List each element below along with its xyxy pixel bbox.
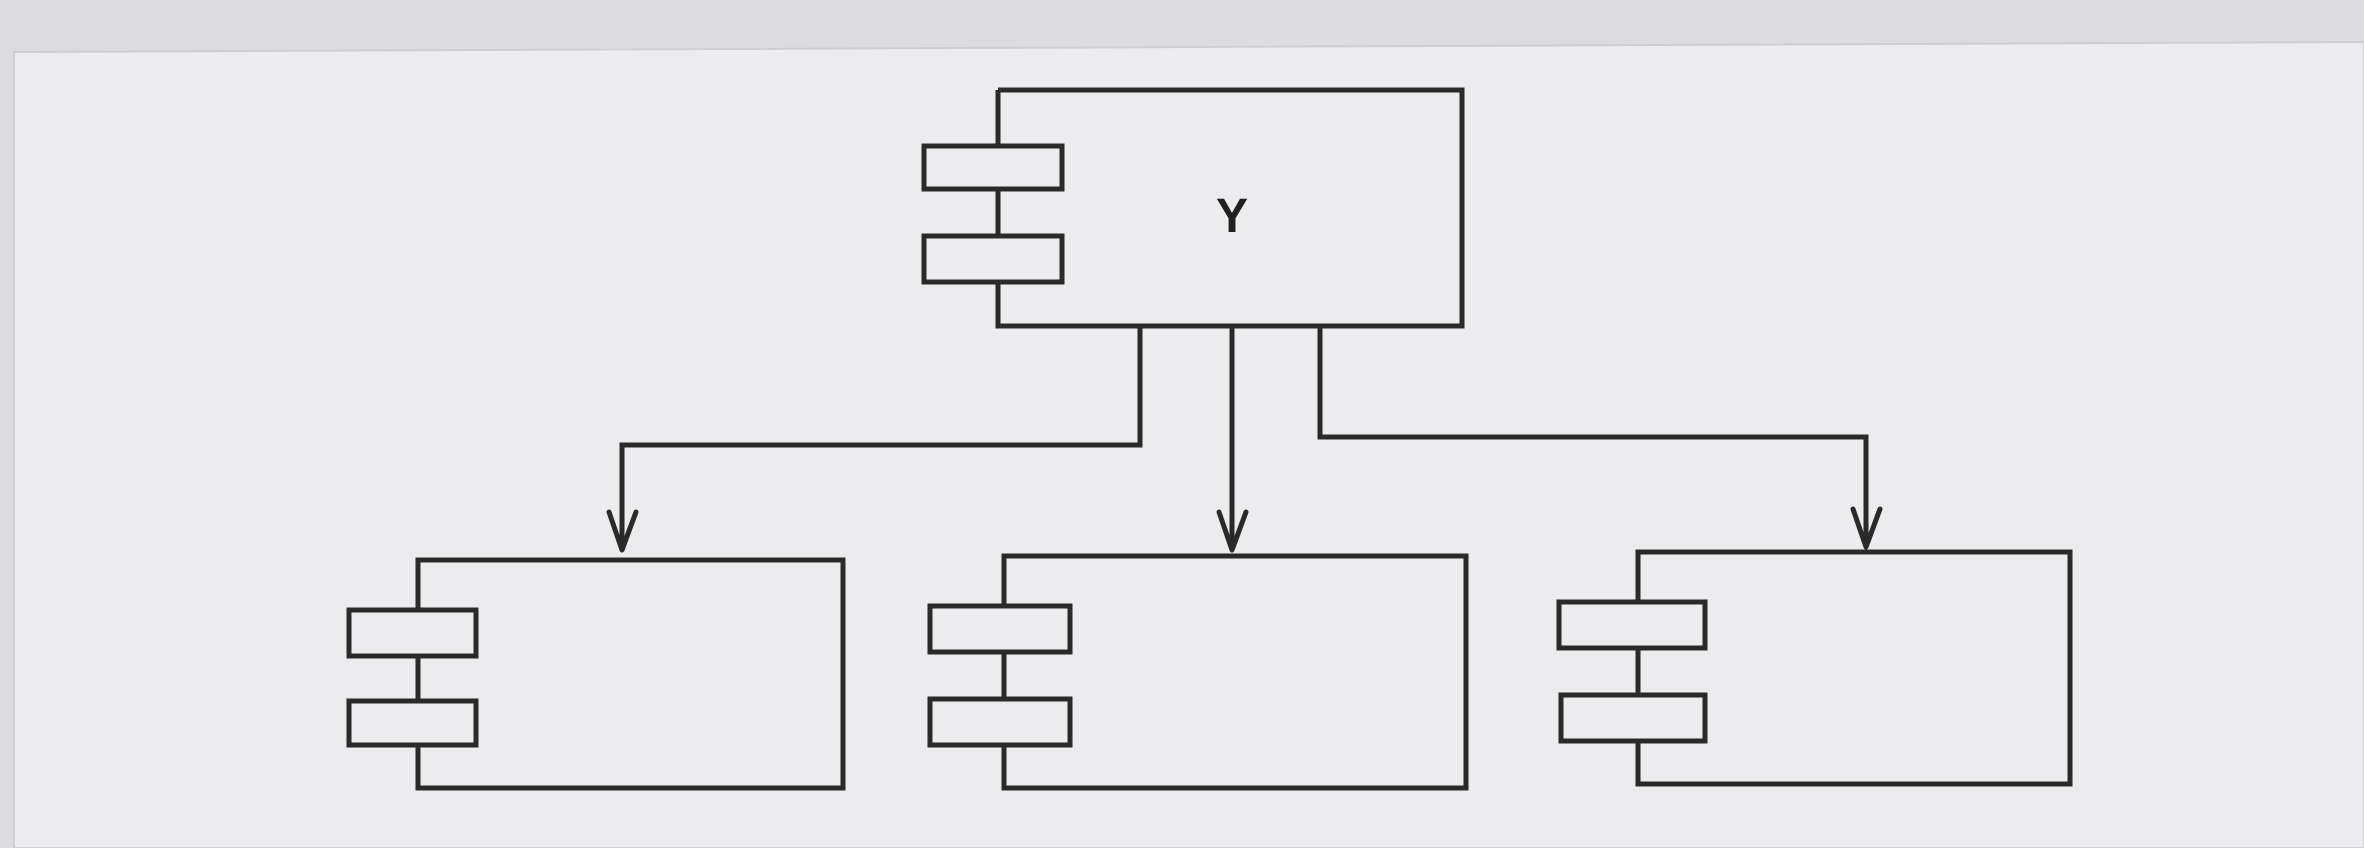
connectors [606,328,1883,553]
component-child-1-outline [415,557,846,791]
component-child-2-port-top [927,603,1073,655]
component-y-outline [995,87,1465,329]
component-y-fill [998,90,1462,326]
component-child-2-outline [1001,553,1469,791]
component-child-3-port-top [1556,599,1708,651]
component-child-2 [927,553,1469,791]
component-child-3-port-bottom [1558,692,1708,744]
component-y-port-bottom [921,233,1065,285]
component-child-2-fill [1004,556,1466,788]
component-child-3-outline [1635,549,2073,787]
arrowhead-child-2 [1216,509,1249,553]
component-child-2-port-bottom [927,696,1073,748]
arrowhead-child-3 [1850,506,1883,550]
connector-to-child-3 [1317,328,1869,542]
component-y-port-top [921,143,1065,192]
component-child-3 [1556,549,2073,787]
component-y: Y [921,87,1465,329]
component-child-1-port-bottom [346,698,479,748]
component-child-1-fill [418,560,843,788]
component-child-3-fill [1638,552,2070,784]
connector-to-child-1 [619,328,1143,545]
component-y-label: Y [1216,190,1248,243]
arrowhead-child-1 [606,509,639,553]
component-child-1-port-top [346,607,479,659]
component-child-1 [346,557,846,791]
